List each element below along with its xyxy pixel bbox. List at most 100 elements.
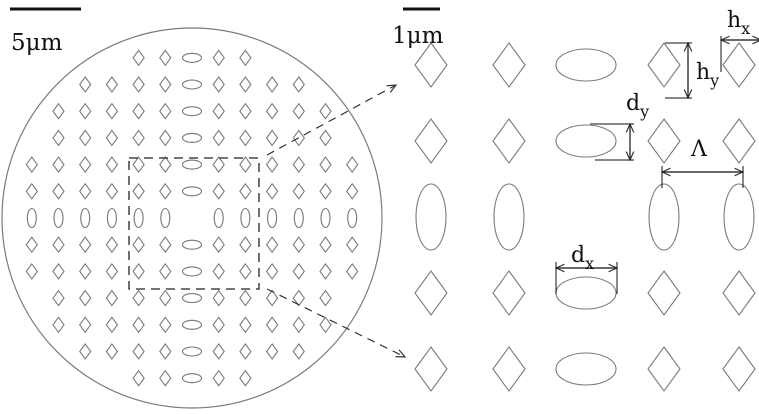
- diamond-element: [346, 156, 359, 174]
- diamond-element: [292, 156, 305, 174]
- ellipse-horizontal-element: [181, 239, 203, 250]
- zoom-arrow-bottom: [266, 288, 405, 357]
- diamond-element: [239, 262, 252, 280]
- diamond-element: [212, 76, 225, 93]
- diamond-element: [346, 182, 359, 200]
- diamond-element: [212, 289, 225, 307]
- ellipse-horizontal-element: [181, 79, 203, 90]
- diamond-element: [647, 42, 681, 88]
- ellipse-vertical-element: [723, 183, 755, 251]
- diamond-element: [292, 236, 305, 254]
- dimension-dy: dy: [590, 91, 649, 160]
- diamond-element: [105, 262, 119, 280]
- ellipse-vertical-element: [347, 207, 358, 229]
- ellipse-horizontal-element: [181, 132, 203, 143]
- diamond-element: [492, 118, 526, 164]
- diamond-element: [212, 182, 225, 200]
- diamond-element: [79, 76, 92, 93]
- scale-bar-overview: 5μm: [10, 7, 81, 56]
- diamond-element: [132, 102, 145, 120]
- dimension-hy: hy: [665, 43, 719, 98]
- diamond-element: [132, 156, 145, 174]
- diamond-element: [159, 129, 172, 147]
- diamond-element: [25, 236, 38, 254]
- diamond-element: [159, 76, 172, 93]
- zoom-arrow-top: [266, 85, 396, 156]
- diamond-element: [79, 156, 92, 174]
- diamond-element: [265, 76, 279, 93]
- diamond-element: [52, 182, 65, 200]
- substrate-circle: [1, 27, 383, 409]
- diamond-element: [79, 236, 92, 254]
- diamond-element: [414, 346, 448, 392]
- diamond-element: [212, 262, 225, 280]
- diamond-element: [25, 262, 38, 280]
- diamond-element: [159, 156, 172, 174]
- diamond-element: [319, 129, 332, 147]
- diamond-element: [132, 182, 145, 200]
- ellipse-horizontal-element: [181, 293, 203, 304]
- diamond-element: [105, 343, 119, 360]
- diamond-element: [319, 262, 332, 280]
- diamond-element: [79, 129, 92, 147]
- ellipse-horizontal-element: [181, 319, 203, 330]
- ellipse-horizontal-element: [181, 346, 203, 357]
- diamond-element: [52, 289, 65, 307]
- diamond-element: [647, 270, 681, 316]
- diamond-element: [239, 76, 252, 93]
- overview-panel: [1, 27, 383, 409]
- diamond-element: [292, 262, 305, 280]
- diamond-element: [79, 343, 92, 360]
- ellipse-horizontal-element: [181, 52, 203, 63]
- label-dy: dy: [626, 91, 649, 121]
- diamond-element: [105, 316, 119, 334]
- diamond-element: [159, 262, 172, 280]
- ellipse-vertical-element: [493, 183, 525, 251]
- diamond-element: [292, 102, 305, 120]
- diamond-element: [239, 316, 252, 334]
- diamond-element: [52, 129, 65, 147]
- diamond-element: [159, 49, 172, 67]
- diamond-element: [212, 236, 225, 254]
- diamond-element: [52, 236, 65, 254]
- diamond-element: [132, 49, 145, 67]
- diamond-element: [292, 343, 305, 360]
- diamond-element: [105, 182, 119, 200]
- ellipse-horizontal-element: [181, 186, 203, 197]
- diamond-element: [239, 182, 252, 200]
- ellipse-horizontal-element: [181, 159, 203, 170]
- diamond-element: [105, 102, 119, 120]
- diamond-element: [265, 182, 279, 200]
- diamond-element: [239, 129, 252, 147]
- diamond-element: [25, 156, 38, 174]
- diamond-element: [105, 236, 119, 254]
- label-dx: dx: [571, 243, 594, 273]
- diamond-element: [132, 289, 145, 307]
- ellipse-vertical-element: [53, 207, 64, 229]
- diamond-element: [52, 316, 65, 334]
- diamond-element: [492, 346, 526, 392]
- diamond-element: [25, 182, 38, 200]
- diamond-element: [722, 118, 756, 164]
- diamond-element: [159, 102, 172, 120]
- diamond-element: [79, 182, 92, 200]
- diamond-element: [52, 156, 65, 174]
- diamond-element: [722, 346, 756, 392]
- diamond-element: [319, 236, 332, 254]
- diamond-element: [414, 270, 448, 316]
- diamond-element: [212, 369, 225, 387]
- diamond-element: [265, 316, 279, 334]
- ellipse-vertical-element: [648, 183, 680, 251]
- diamond-element: [647, 118, 681, 164]
- ellipse-vertical-element: [293, 207, 304, 229]
- diamond-element: [159, 343, 172, 360]
- ellipse-vertical-element: [133, 207, 144, 229]
- ellipse-vertical-element: [240, 207, 251, 229]
- diamond-element: [239, 289, 252, 307]
- diamond-element: [52, 262, 65, 280]
- diamond-element: [265, 343, 279, 360]
- diamond-element: [239, 343, 252, 360]
- diamond-element: [292, 289, 305, 307]
- scale-bar-label: 5μm: [11, 30, 63, 56]
